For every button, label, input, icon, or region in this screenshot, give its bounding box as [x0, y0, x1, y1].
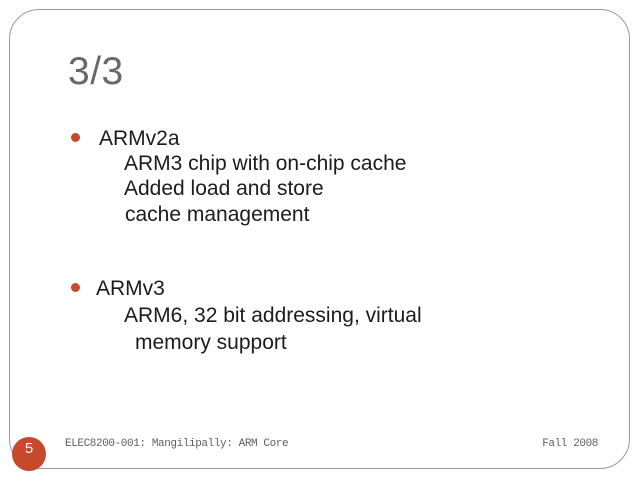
slide-title: 3/3 — [68, 50, 124, 93]
slide-number: 5 — [24, 440, 34, 457]
footer-term-text: Fall 2008 — [542, 438, 598, 450]
bullet-subline: memory support — [135, 331, 287, 354]
bullet-dot-icon — [71, 283, 80, 292]
bullet-subline: Added load and store — [124, 177, 324, 200]
bullet-subline: ARM6, 32 bit addressing, virtual — [124, 304, 422, 327]
bullet-dot-icon — [71, 133, 80, 142]
slide-frame-border — [9, 9, 630, 469]
bullet-label: ARMv2a — [99, 127, 180, 150]
bullet-label: ARMv3 — [96, 277, 165, 300]
bullet-subline: cache management — [125, 203, 310, 226]
slide-number-badge: 5 — [12, 437, 46, 471]
bullet-subline: ARM3 chip with on-chip cache — [124, 152, 407, 175]
footer-course-text: ELEC8200-001: Mangilipally: ARM Core — [65, 438, 289, 450]
